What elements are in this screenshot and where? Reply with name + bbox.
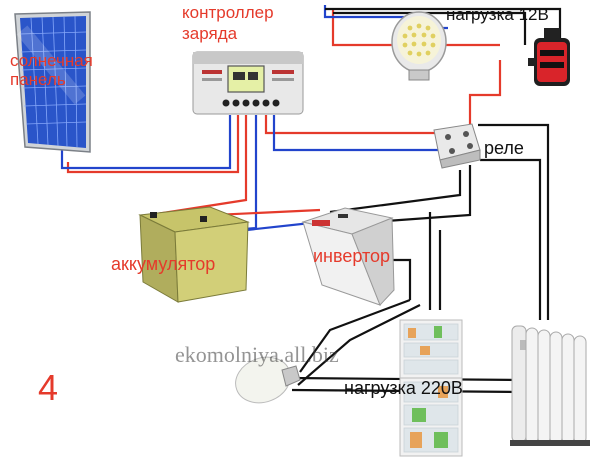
inverter-icon	[301, 207, 395, 306]
relay-icon	[433, 123, 481, 169]
oil-heater-icon	[510, 325, 590, 446]
led-bulb-12v-icon	[391, 11, 447, 81]
wire-top-loop-2	[333, 11, 527, 45]
battery-icon	[138, 206, 250, 303]
wire-ac-1	[329, 170, 462, 214]
relay-label: реле	[484, 138, 524, 158]
wiring	[60, 5, 562, 394]
wire-load12-plus	[331, 9, 410, 47]
watermark: ekomolniya.all.biz	[175, 342, 339, 367]
wire-relay-load12	[468, 60, 502, 125]
wire-ac-lamp-2	[297, 304, 421, 386]
charge-controller-icon	[192, 51, 304, 115]
lamp-220v-icon	[235, 356, 301, 404]
controller-label-line2: заряда	[182, 24, 238, 43]
wire-panel-plus	[66, 115, 240, 174]
solar-panel-label-line1: солнечная	[10, 51, 93, 70]
wire-ac-heater-1	[478, 123, 550, 320]
load-220v-label: нагрузка 220В	[344, 378, 463, 398]
wire-ac-2	[371, 165, 472, 224]
load-12v-label: нагрузка 12В	[446, 5, 549, 24]
refrigerator-icon	[399, 319, 463, 457]
wire-panel-minus	[60, 115, 232, 170]
battery-label: аккумулятор	[111, 254, 216, 274]
figure-number: 4	[38, 367, 59, 408]
solar-panel-icon	[14, 11, 91, 153]
solar-panel-label-line2: панель	[10, 70, 66, 89]
water-pump-12v-icon	[528, 28, 570, 86]
wire-relay-minus	[272, 115, 440, 152]
wire-ac-heater-2	[480, 158, 542, 320]
wire-battery-plus	[149, 115, 248, 217]
wire-ac-lamp-1	[299, 298, 411, 373]
wire-relay-plus	[264, 115, 440, 135]
controller-label-line1: контроллер	[182, 3, 274, 22]
inverter-label: инвертор	[313, 246, 391, 266]
